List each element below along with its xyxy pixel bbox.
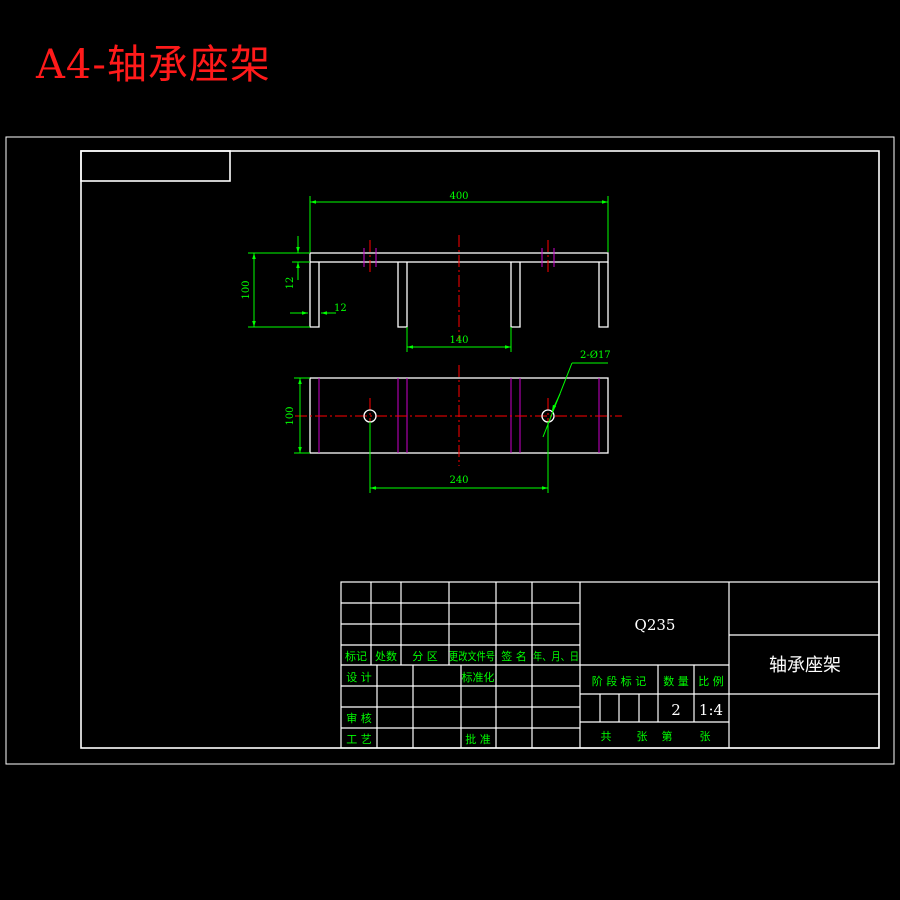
tb-label-review: 审 核	[346, 711, 372, 725]
tb-label-sheets-unit: 张	[637, 730, 648, 743]
dim-height: 100	[241, 280, 252, 299]
tb-part-name: 轴承座架	[769, 655, 841, 676]
tb-label-design: 设 计	[346, 671, 372, 684]
tb-label-scale: 比 例	[698, 674, 724, 688]
tb-label-quantity: 数 量	[663, 675, 689, 688]
page-title: A4-轴承座架	[36, 42, 271, 88]
dim-leg-spacing: 140	[449, 335, 468, 346]
tb-label-date: 年、月、日	[533, 649, 579, 663]
plan-view-centerlines	[295, 365, 622, 466]
tb-label-mark: 标记	[345, 649, 367, 663]
front-view-centerlines	[369, 235, 549, 340]
front-view-hidden-holes	[363, 248, 555, 267]
tb-label-sheet-no: 第	[662, 729, 673, 743]
dim-top-thickness: 12	[285, 277, 296, 290]
tb-label-process: 工 艺	[346, 733, 372, 746]
tb-label-count: 处数	[375, 650, 397, 663]
tb-quantity-value: 2	[671, 701, 681, 719]
title-block-lines	[340, 581, 880, 749]
tb-label-sheet-unit-2: 张	[700, 730, 711, 743]
dim-plan-width: 100	[285, 406, 296, 425]
tb-scale-value: 1:4	[699, 701, 723, 719]
tb-label-change-doc: 更改文件号	[449, 649, 495, 663]
tb-material: Q235	[635, 616, 676, 634]
front-dimension-lines	[248, 196, 609, 352]
tb-label-signature: 签 名	[501, 649, 527, 663]
tb-label-standardization: 标准化	[462, 670, 495, 684]
dim-hole-spacing: 240	[449, 475, 468, 486]
outer-sheet-border	[5, 136, 895, 765]
plan-dimension-lines	[294, 362, 608, 493]
tb-label-sheets-total: 共	[601, 730, 612, 743]
dim-leg-thickness: 12	[334, 303, 347, 314]
corner-code-box	[80, 150, 231, 182]
tb-label-zone: 分 区	[412, 650, 438, 663]
tb-label-stage: 阶 段 标 记	[592, 674, 647, 688]
tb-label-approval: 批 准	[465, 732, 491, 746]
hole-callout: 2-Ø17	[580, 350, 611, 361]
dim-overall-length: 400	[449, 191, 468, 202]
